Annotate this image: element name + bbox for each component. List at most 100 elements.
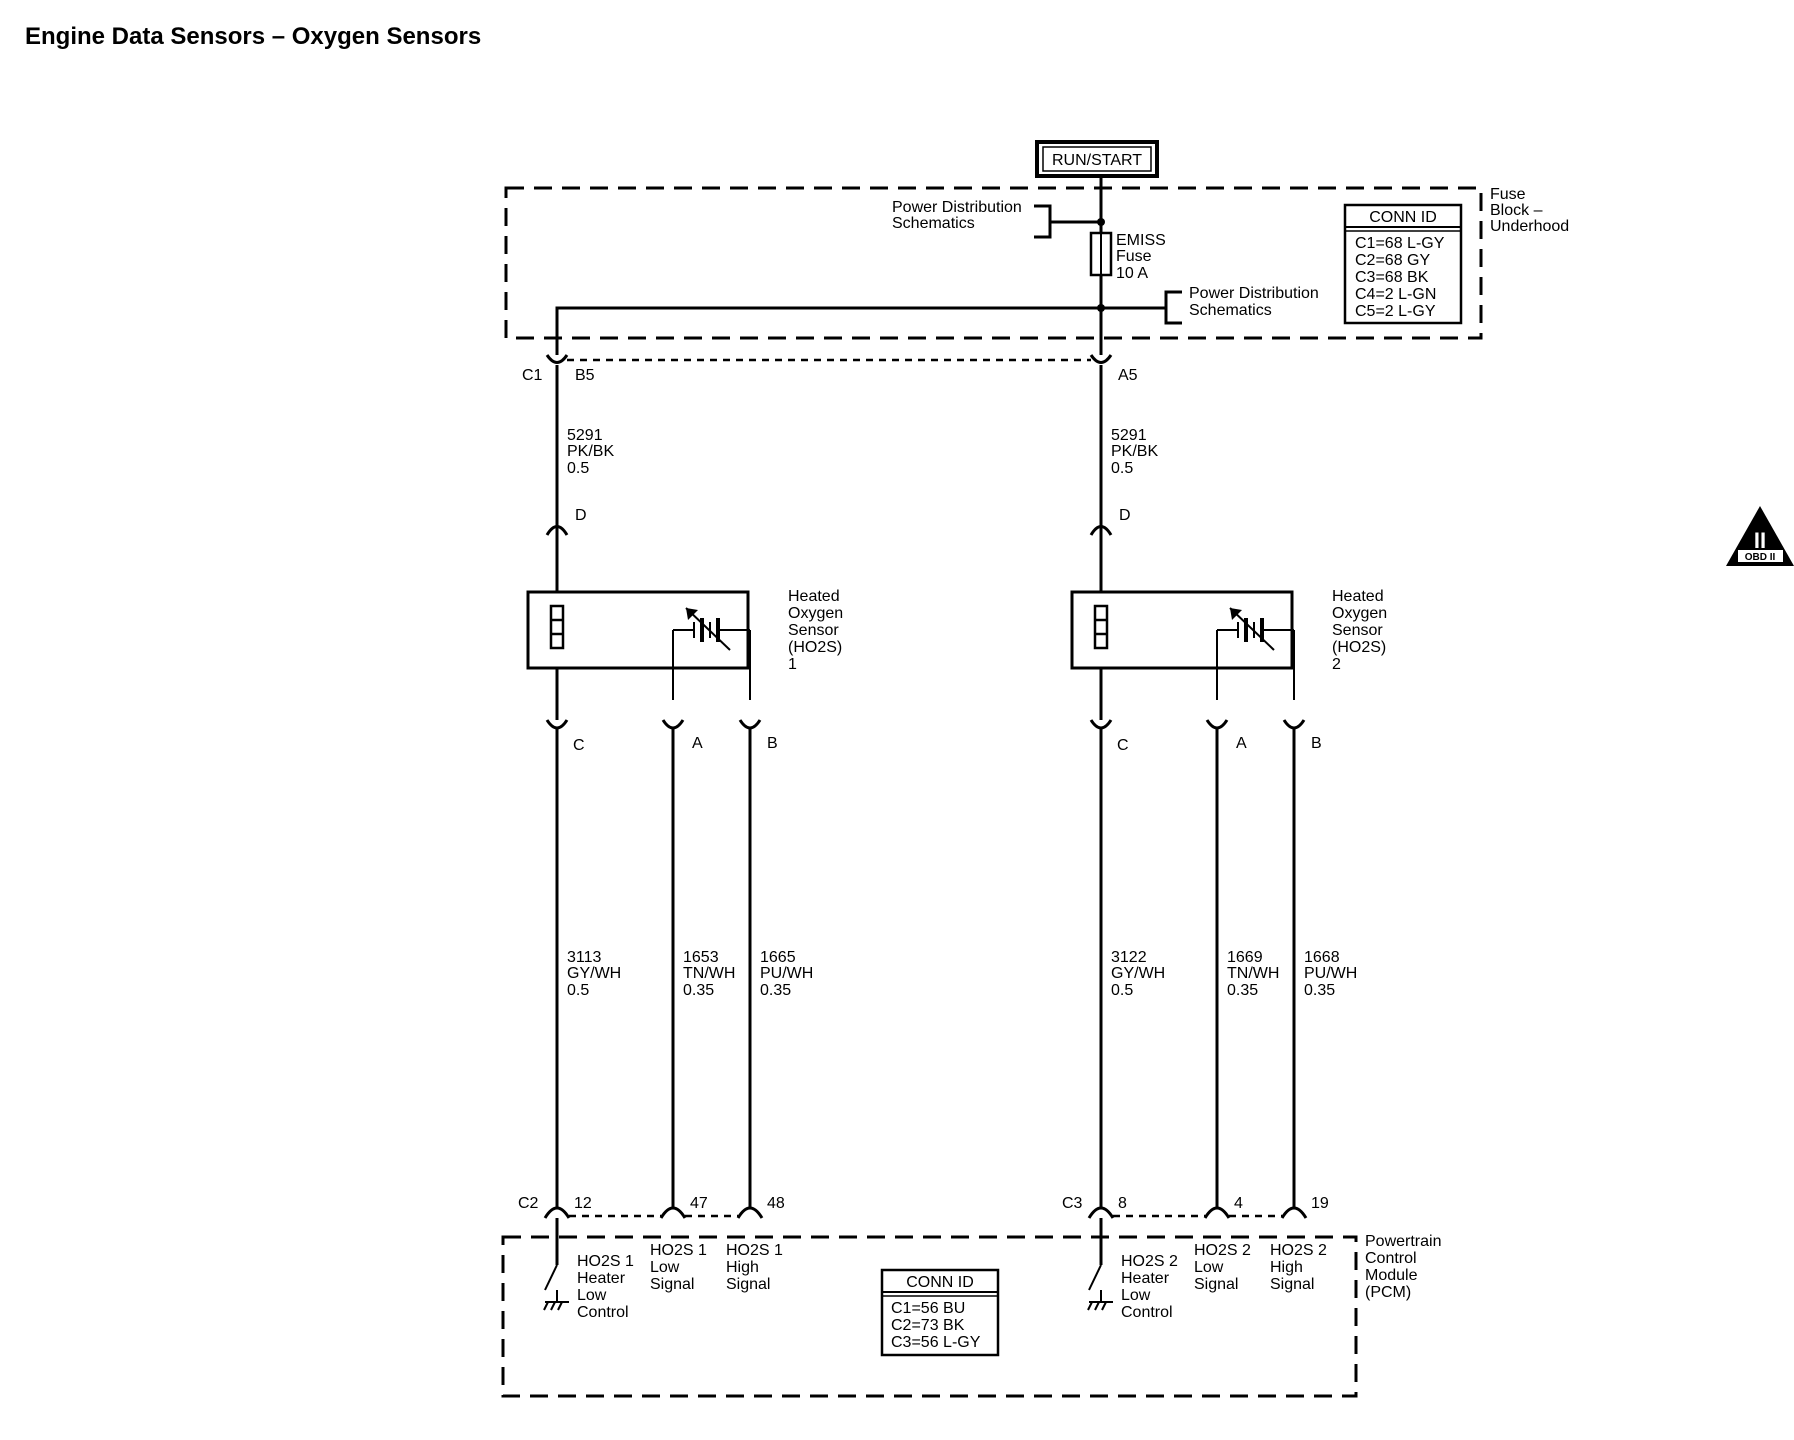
svg-text:C2=68 GY: C2=68 GY	[1355, 252, 1430, 269]
power-dist-bracket-1	[1034, 204, 1052, 239]
svg-text:A: A	[692, 735, 703, 752]
ho2s-1-label: Heated Oxygen Sensor (HO2S) 1	[788, 588, 843, 673]
svg-text:Heated: Heated	[788, 588, 840, 605]
power-dist-label-1: Power Distribution Schematics	[892, 199, 1022, 232]
svg-text:C1=56 BU: C1=56 BU	[891, 1300, 965, 1317]
sensor1-signal-wires	[555, 728, 752, 1208]
svg-text:0.5: 0.5	[1111, 460, 1133, 477]
page-title: Engine Data Sensors – Oxygen Sensors	[25, 23, 481, 50]
svg-text:Signal: Signal	[1194, 1276, 1238, 1293]
wire-label-1668: 1668 PU/WH 0.35	[1304, 949, 1357, 999]
svg-text:1668: 1668	[1304, 949, 1340, 966]
svg-text:Low: Low	[650, 1259, 680, 1276]
ho2s-2-sensor	[1070, 590, 1295, 700]
svg-text:PU/WH: PU/WH	[760, 965, 813, 982]
svg-text:B: B	[767, 735, 778, 752]
svg-text:C5=2 L-GY: C5=2 L-GY	[1355, 303, 1436, 320]
svg-text:GY/WH: GY/WH	[1111, 965, 1165, 982]
svg-text:Underhood: Underhood	[1490, 218, 1569, 235]
svg-text:0.5: 0.5	[567, 982, 589, 999]
svg-text:Schematics: Schematics	[892, 215, 975, 232]
svg-text:Fuse: Fuse	[1490, 186, 1526, 203]
svg-text:A5: A5	[1118, 367, 1138, 384]
fuse-block-boundary	[504, 186, 1483, 340]
svg-text:5291: 5291	[1111, 427, 1147, 444]
svg-text:CONN ID: CONN ID	[906, 1274, 974, 1291]
svg-text:HO2S 2: HO2S 2	[1194, 1242, 1251, 1259]
svg-text:C3=68 BK: C3=68 BK	[1355, 269, 1429, 286]
wire-label-1653: 1653 TN/WH 0.35	[683, 949, 735, 999]
svg-text:Fuse: Fuse	[1116, 248, 1152, 265]
sensor1-lower-pins: C A B	[545, 719, 778, 754]
svg-text:C3: C3	[1062, 1195, 1083, 1212]
ho2s-2-label: Heated Oxygen Sensor (HO2S) 2	[1332, 588, 1387, 673]
svg-text:5291: 5291	[567, 427, 603, 444]
svg-text:TN/WH: TN/WH	[683, 965, 735, 982]
wire-label-5291-right: 5291 PK/BK 0.5	[1111, 427, 1158, 477]
svg-text:Schematics: Schematics	[1189, 302, 1272, 319]
c1-connector: C1 B5 A5	[522, 354, 1138, 384]
svg-text:C2: C2	[518, 1195, 539, 1212]
svg-text:HO2S 2: HO2S 2	[1270, 1242, 1327, 1259]
svg-text:0.5: 0.5	[567, 460, 589, 477]
fuse-block-conn-id-table: CONN ID C1=68 L-GY C2=68 GY C3=68 BK C4=…	[1343, 203, 1463, 325]
svg-text:Oxygen: Oxygen	[788, 605, 843, 622]
svg-text:Power Distribution: Power Distribution	[1189, 285, 1319, 302]
svg-text:1669: 1669	[1227, 949, 1263, 966]
ho2s1-heater-switch	[543, 1218, 569, 1311]
svg-text:GY/WH: GY/WH	[567, 965, 621, 982]
fuse-block-label: Fuse Block – Underhood	[1490, 186, 1569, 235]
bus-wire	[555, 306, 1101, 355]
svg-text:C1: C1	[522, 367, 543, 384]
pcm-ho2s1-heater-label: HO2S 1 Heater Low Control	[577, 1253, 634, 1321]
svg-text:Sensor: Sensor	[788, 622, 839, 639]
svg-text:C1=68 L-GY: C1=68 L-GY	[1355, 235, 1445, 252]
variable-cell-icon	[1216, 607, 1295, 700]
obd-label: OBD II	[1745, 552, 1776, 563]
svg-text:1665: 1665	[760, 949, 796, 966]
emiss-fuse	[1089, 231, 1113, 277]
emiss-fuse-label: EMISS Fuse 10 A	[1116, 232, 1166, 282]
svg-text:D: D	[1119, 507, 1131, 524]
svg-text:Module: Module	[1365, 1267, 1418, 1284]
svg-text:C2=73 BK: C2=73 BK	[891, 1317, 965, 1334]
svg-text:Block –: Block –	[1490, 202, 1543, 219]
sensor2-lower-pins: C A B	[1089, 719, 1322, 754]
svg-text:0.5: 0.5	[1111, 982, 1133, 999]
pcm-ho2s2-high-label: HO2S 2 High Signal	[1270, 1242, 1327, 1293]
svg-text:EMISS: EMISS	[1116, 232, 1166, 249]
svg-text:(HO2S): (HO2S)	[1332, 639, 1386, 656]
sensor2-signal-wires	[1099, 728, 1296, 1208]
run-start-box: RUN/START	[1035, 140, 1159, 178]
pcm-ho2s1-low-label: HO2S 1 Low Signal	[650, 1242, 707, 1293]
svg-text:High: High	[1270, 1259, 1303, 1276]
svg-text:(PCM): (PCM)	[1365, 1284, 1411, 1301]
svg-text:TN/WH: TN/WH	[1227, 965, 1279, 982]
pcm-ho2s2-low-label: HO2S 2 Low Signal	[1194, 1242, 1251, 1293]
svg-text:Low: Low	[577, 1287, 607, 1304]
power-dist-bracket-2	[1164, 290, 1182, 325]
variable-cell-icon	[672, 607, 751, 700]
svg-text:C3=56 L-GY: C3=56 L-GY	[891, 1334, 981, 1351]
svg-text:Signal: Signal	[726, 1276, 770, 1293]
svg-text:Control: Control	[1121, 1304, 1173, 1321]
svg-text:10 A: 10 A	[1116, 265, 1148, 282]
wire-label-1669: 1669 TN/WH 0.35	[1227, 949, 1279, 999]
svg-text:Heater: Heater	[577, 1270, 626, 1287]
svg-text:B: B	[1311, 735, 1322, 752]
svg-text:High: High	[726, 1259, 759, 1276]
wire-label-3113: 3113 GY/WH 0.5	[567, 949, 621, 999]
svg-text:HO2S 2: HO2S 2	[1121, 1253, 1178, 1270]
svg-text:HO2S 1: HO2S 1	[577, 1253, 634, 1270]
obd-ii-badge: II OBD II	[1726, 506, 1794, 566]
svg-text:HO2S 1: HO2S 1	[650, 1242, 707, 1259]
pcm-label: Powertrain Control Module (PCM)	[1365, 1233, 1441, 1301]
pcm-ho2s1-high-label: HO2S 1 High Signal	[726, 1242, 783, 1293]
svg-text:3113: 3113	[567, 949, 602, 966]
svg-text:PU/WH: PU/WH	[1304, 965, 1357, 982]
svg-text:D: D	[575, 507, 587, 524]
heater-element-icon	[1093, 604, 1109, 650]
svg-text:C: C	[1117, 737, 1129, 754]
sensor1-pin-d: D	[545, 507, 587, 536]
